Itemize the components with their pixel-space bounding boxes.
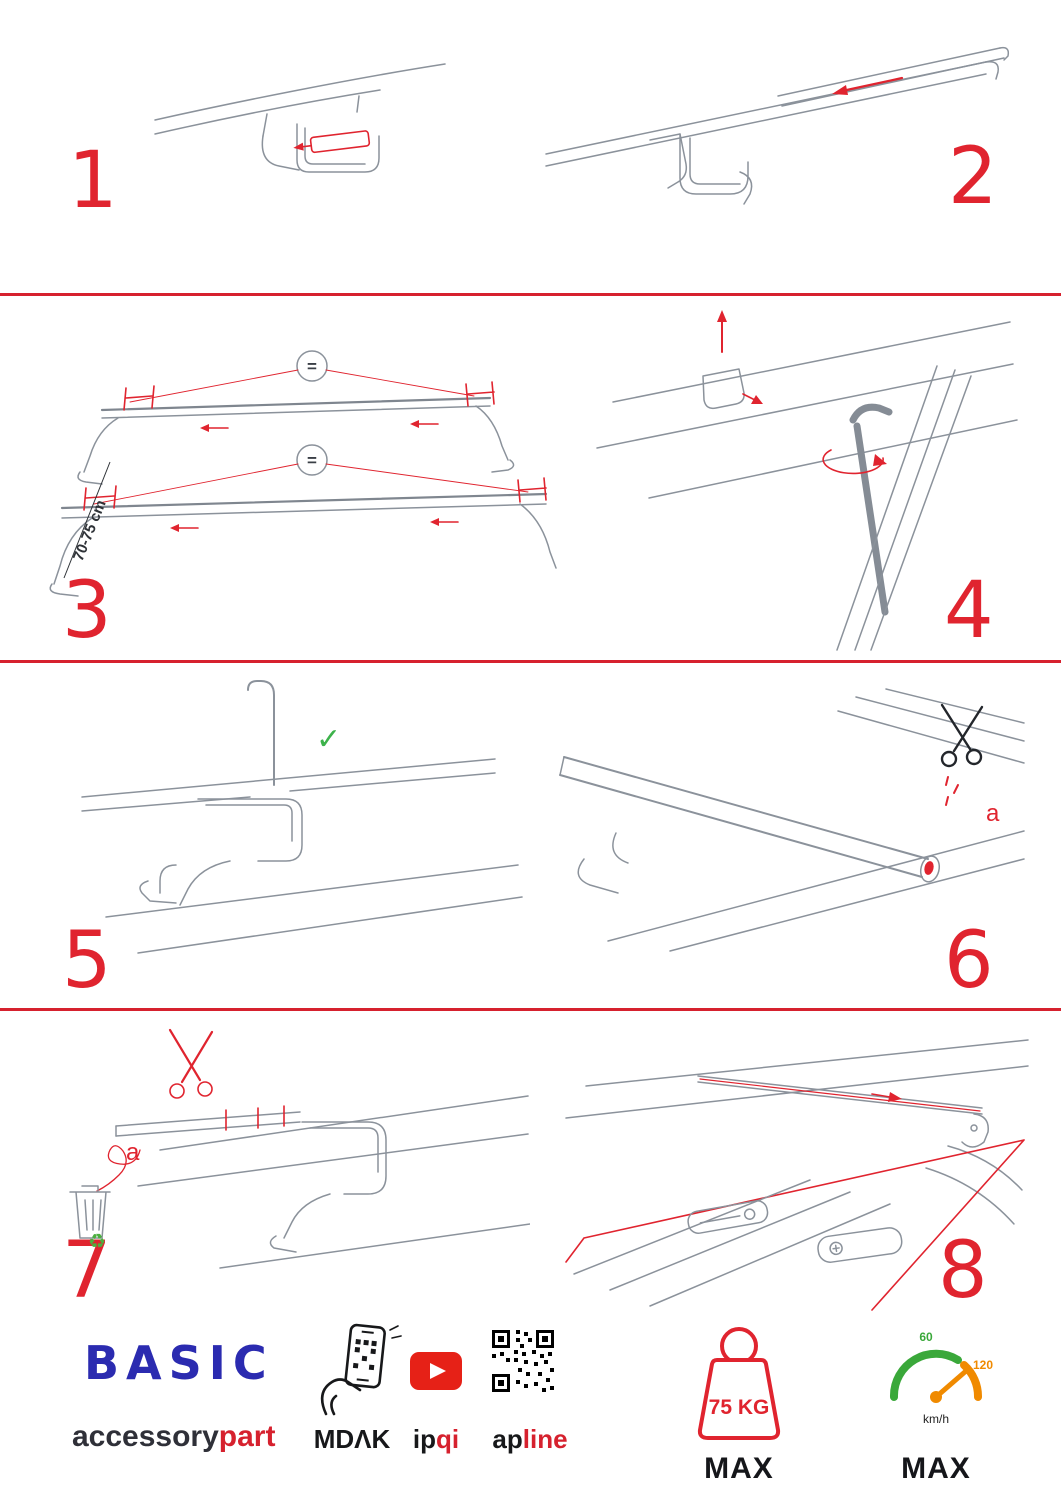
slide-arrow (832, 85, 848, 95)
phone-brand-label: MDΛK (313, 1424, 391, 1454)
equal-symbol: = (307, 357, 317, 376)
speed-low-tick: 60 (919, 1330, 933, 1344)
brand-logo: BASIC (84, 1336, 274, 1390)
step-4-illustration (596, 310, 1018, 651)
trash-bin-icon (69, 1185, 111, 1239)
speedometer-needle (933, 1368, 969, 1400)
step-7-illustration: a ♻ (69, 1028, 530, 1269)
step-1-number: 1 (68, 136, 118, 226)
phone-qr-scan-icon (320, 1323, 402, 1416)
equal-symbol: = (307, 451, 317, 470)
equal-badge (296, 444, 328, 476)
qr-brand-label: apline (492, 1424, 568, 1454)
insert-arrow (717, 310, 727, 322)
foot-pad (687, 1200, 769, 1234)
trim-strip-end (924, 861, 934, 875)
speedometer-icon: 60 120 km/h (889, 1330, 993, 1426)
brand-subtitle-red: part (218, 1420, 276, 1453)
step-3-illustration: = = 70-75 cm (49, 350, 557, 597)
step-8-number: 8 (938, 1226, 988, 1316)
rubber-pad-outline (293, 130, 371, 154)
step-2-illustration (545, 46, 1010, 205)
cut-label: a (126, 1139, 140, 1166)
step-7-number: 7 (62, 1226, 112, 1316)
step-4-number: 4 (944, 566, 994, 656)
red-divider (0, 293, 1061, 296)
qr-code-icon (492, 1330, 554, 1392)
equal-badge (296, 350, 328, 382)
step-2-number: 2 (948, 132, 998, 222)
step-3-number: 3 (62, 566, 112, 656)
step-8-illustration (565, 1039, 1029, 1311)
allen-key-icon (849, 403, 893, 424)
brand-subtitle-black: accessory (72, 1420, 219, 1453)
step-5-illustration: ✓ (81, 680, 523, 954)
step-6-number: 6 (944, 916, 994, 1006)
max-speed-label: MAX (901, 1452, 971, 1485)
foot-pad (817, 1227, 903, 1263)
step-1-illustration (154, 63, 446, 173)
max-weight-label: MAX (704, 1452, 774, 1485)
rotate-arrow (822, 449, 884, 475)
cut-label: a (986, 800, 1000, 827)
step-5-number: 5 (62, 916, 112, 1006)
speed-high-tick: 120 (973, 1358, 993, 1372)
brand-subtitle: accessorypart (72, 1420, 275, 1454)
check-icon: ✓ (316, 723, 341, 756)
roof-area-outline (565, 1139, 1025, 1311)
speed-unit-label: km/h (923, 1412, 949, 1426)
max-weight-icon: 75 KG (697, 1327, 781, 1440)
recycle-icon: ♻ (88, 1231, 106, 1253)
youtube-channel-label: ipqi (412, 1424, 460, 1454)
red-divider (0, 1008, 1061, 1011)
scissors-icon (168, 1028, 214, 1099)
max-weight-value: 75 KG (709, 1396, 770, 1419)
youtube-icon (410, 1352, 462, 1390)
scissors-icon (940, 703, 984, 768)
step-6-illustration: a (559, 688, 1025, 952)
red-divider (0, 660, 1061, 663)
